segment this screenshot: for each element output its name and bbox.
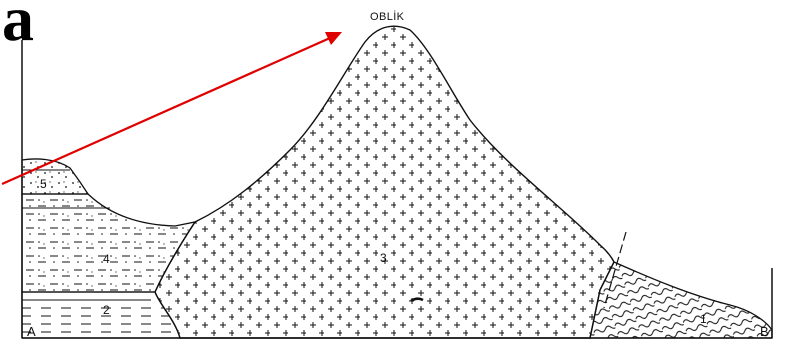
fault-line — [603, 231, 627, 309]
unit-3-body — [154, 25, 615, 339]
unit-2-beds — [21, 291, 181, 339]
end-label-b: B — [760, 324, 769, 339]
peak-label: OBLİK — [370, 10, 405, 23]
unit-5-cap — [21, 158, 90, 195]
unit-label-3: 3 — [380, 251, 387, 265]
unit-label-5: 5 — [40, 177, 47, 191]
red-arrow-head — [325, 32, 342, 45]
sample-marker — [410, 297, 424, 303]
unit-label-4: 4 — [103, 252, 110, 266]
unit-label-1: 1 — [700, 312, 707, 326]
end-label-a: A — [27, 324, 36, 339]
unit-1-wedge — [589, 261, 773, 339]
panel-letter: a — [2, 0, 34, 54]
unit-label-2: 2 — [103, 303, 110, 317]
red-arrow-icon — [1, 36, 331, 186]
